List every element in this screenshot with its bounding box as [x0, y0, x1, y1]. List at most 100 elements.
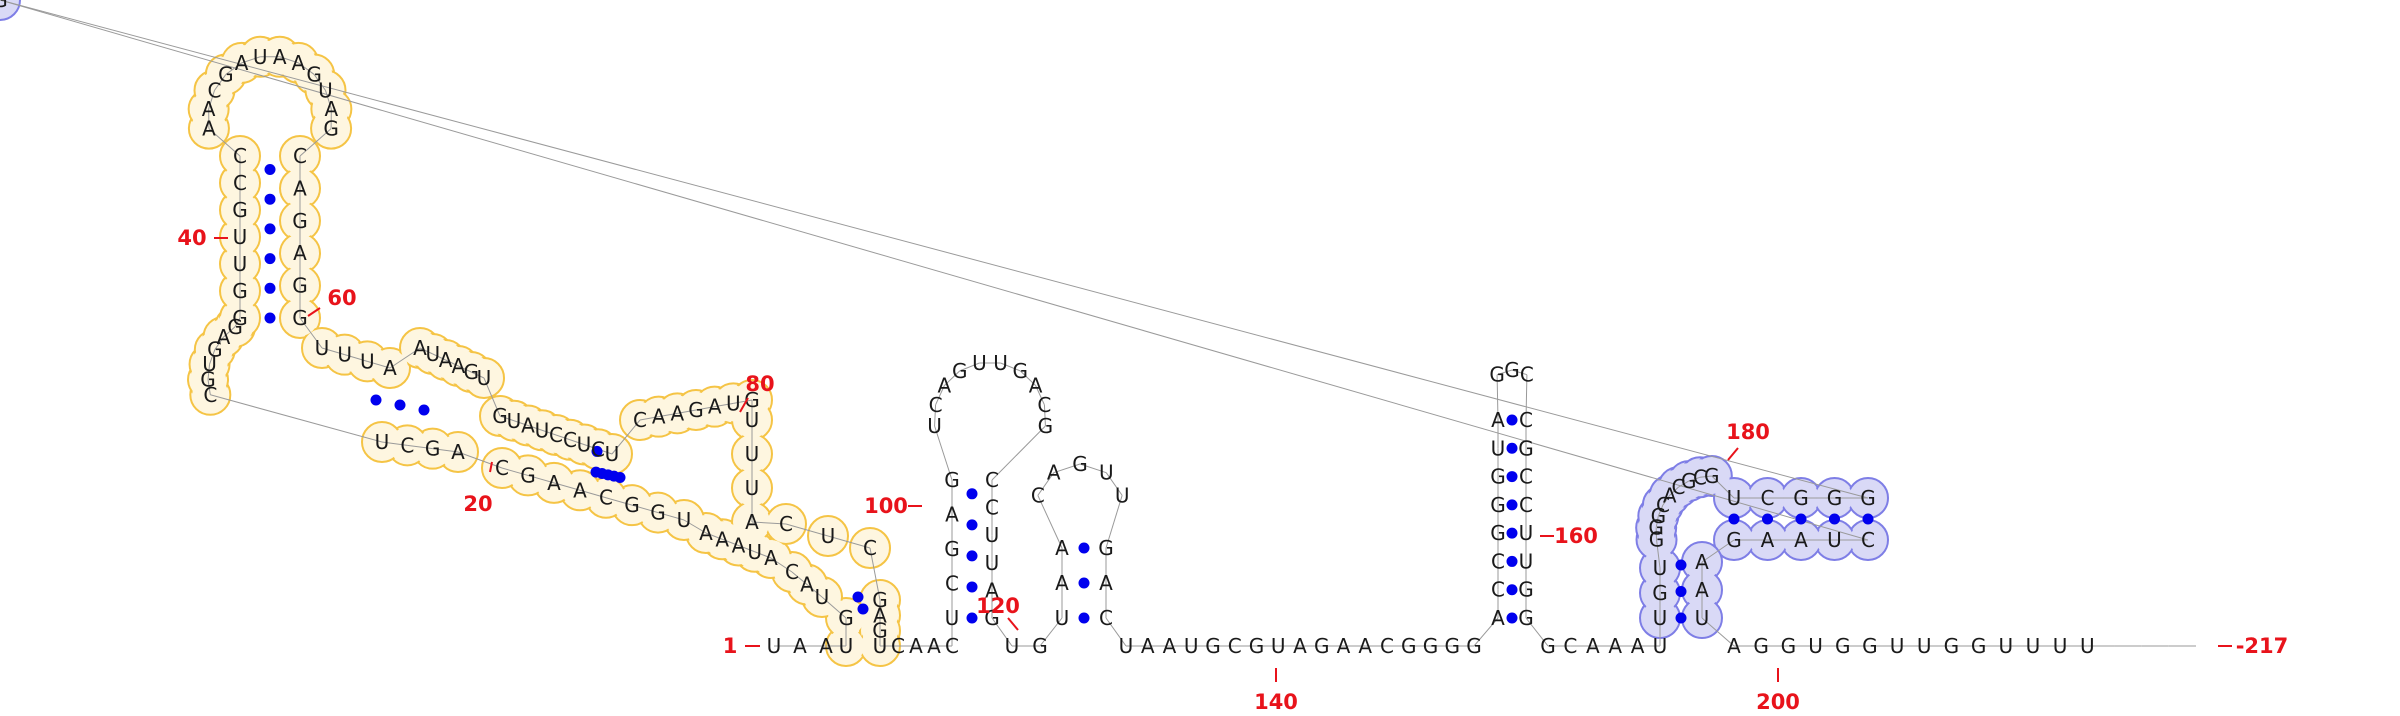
nucleotide: G	[1445, 634, 1461, 658]
nucleotide: C	[863, 536, 877, 560]
nucleotide: U	[1890, 634, 1905, 658]
position-number: 60	[327, 286, 356, 310]
nucleotide: U	[677, 508, 692, 532]
nucleotide: U	[873, 634, 888, 658]
nucleotide: A	[745, 510, 759, 534]
nucleotide: G	[1540, 634, 1556, 658]
nucleotide: G	[1466, 634, 1482, 658]
nucleotide: C	[779, 512, 793, 536]
backbone-link	[313, 74, 326, 91]
backbone-link	[299, 128, 332, 157]
nucleotide: C	[929, 393, 943, 417]
nucleotide: U	[745, 476, 760, 500]
position-number: 160	[1554, 524, 1598, 548]
nucleotide: C	[233, 144, 247, 168]
nucleotide: C	[985, 468, 999, 492]
nucleotide: U	[315, 336, 330, 360]
backbone-link	[821, 596, 847, 619]
nucleotide: A	[938, 374, 952, 398]
nucleotide: U	[1653, 634, 1668, 658]
backbone-link	[611, 419, 641, 455]
nucleotide: A	[1293, 634, 1307, 658]
nucleotide: C	[891, 634, 905, 658]
highlight-core	[0, 0, 18, 18]
nucleotide: G	[1827, 486, 1843, 510]
backbone-link	[631, 504, 659, 514]
nucleotide: U	[1519, 549, 1534, 573]
backbone-link	[695, 406, 715, 411]
nucleotide: U	[233, 252, 248, 276]
nucleotide: A	[452, 354, 466, 378]
backbone-link	[791, 571, 808, 585]
base-pair-dot	[1078, 577, 1090, 589]
backbone-link	[483, 377, 501, 417]
nucleotide: A	[1029, 374, 1043, 398]
nucleotide: G	[425, 437, 441, 461]
nucleotide: A	[235, 51, 249, 75]
nucleotide: U	[2080, 634, 2095, 658]
base-pair-dot	[1078, 542, 1090, 554]
nucleotide: A	[1055, 571, 1069, 595]
backbone-link	[1079, 463, 1107, 474]
nucleotide: C	[591, 437, 605, 461]
backbone-link	[0, 0, 1869, 541]
position-number: 180	[1726, 420, 1770, 444]
nucleotide: A	[1491, 408, 1505, 432]
nucleotide: A	[652, 405, 666, 429]
nucleotide: C	[1031, 483, 1045, 507]
position-number: 80	[745, 372, 774, 396]
nucleotide: U	[375, 430, 390, 454]
backbone-link	[1525, 374, 1528, 421]
nucleotide: C	[1519, 465, 1533, 489]
base-pair-dot	[1795, 513, 1807, 525]
backbone-link	[1511, 369, 1528, 376]
nucleotide: C	[293, 144, 307, 168]
base-pair-dot	[264, 223, 276, 235]
nucleotide: A	[708, 395, 722, 419]
nucleotide: U	[945, 606, 960, 630]
backbone-link	[714, 402, 734, 408]
backbone-link	[234, 317, 241, 328]
backbone-link	[367, 360, 391, 369]
backbone-link	[1035, 385, 1045, 406]
backbone-link	[432, 353, 446, 361]
nucleotide: C	[1037, 393, 1051, 417]
nucleotide: G	[688, 398, 704, 422]
nucleotide: G	[952, 359, 968, 383]
nucleotide: A	[293, 241, 307, 265]
backbone-link	[407, 444, 433, 450]
nucleotide: G	[1944, 634, 1960, 658]
nucleotide: G	[744, 388, 760, 412]
base-pair-dot	[1506, 555, 1518, 567]
nucleotide: A	[325, 97, 339, 121]
nucleotide: G	[1038, 414, 1054, 438]
nucleotide: A	[1099, 571, 1113, 595]
nucleotide: U	[985, 523, 1000, 547]
nucleotide: G	[323, 117, 339, 141]
nucleotide: C	[400, 433, 414, 457]
backbone-link	[299, 317, 323, 349]
backbone-link	[639, 416, 659, 421]
nucleotide: C	[633, 408, 647, 432]
backbone-link	[934, 404, 937, 426]
backbone-link	[1039, 617, 1063, 647]
backbone-link	[225, 62, 242, 75]
backbone-link	[1496, 369, 1513, 376]
backbone-link	[683, 519, 707, 534]
base-pair-dot	[591, 445, 603, 457]
nucleotide: A	[217, 325, 231, 349]
backbone-link	[1701, 617, 1735, 647]
nucleotide: U	[972, 351, 987, 375]
nucleotide: U	[577, 433, 592, 457]
position-number: 140	[1254, 690, 1298, 714]
backbone-link	[1699, 475, 1712, 478]
backbone-link	[499, 415, 515, 422]
nucleotide: A	[732, 534, 746, 558]
backbone-link	[527, 474, 555, 484]
nucleotide: U	[1055, 606, 1070, 630]
nucleotide: A	[547, 471, 561, 495]
nucleotide: U	[507, 409, 522, 433]
backbone-link	[381, 441, 408, 446]
nucleotide: C	[549, 423, 563, 447]
